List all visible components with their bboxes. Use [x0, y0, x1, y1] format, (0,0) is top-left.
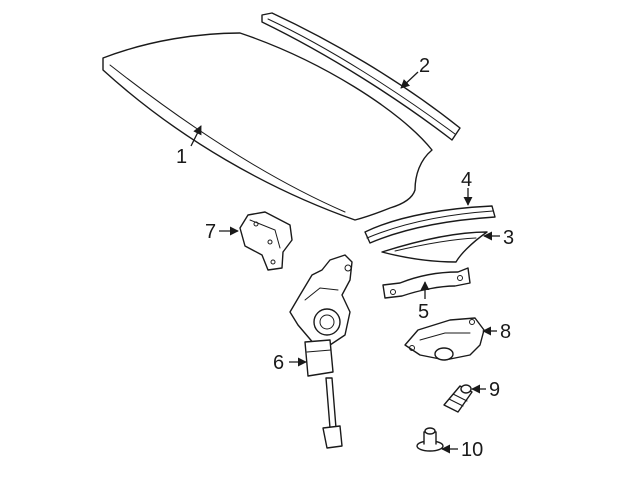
part-10-fastener	[416, 427, 444, 452]
part-9-grommet	[443, 384, 473, 413]
callout-2: 2	[419, 55, 430, 77]
callout-7: 7	[205, 221, 216, 243]
part-3-lower-seal	[381, 231, 488, 263]
part-1-rear-glass	[102, 32, 433, 221]
part-8-motor-unit	[404, 317, 485, 361]
part-6-regulator	[289, 254, 353, 449]
callout-8: 8	[500, 321, 511, 343]
callout-4: 4	[461, 169, 472, 191]
part-4-seal-strip	[364, 205, 496, 244]
part-5-bracket	[382, 267, 471, 299]
callout-9: 9	[489, 379, 500, 401]
callout-10: 10	[461, 439, 483, 461]
callout-6: 6	[273, 352, 284, 374]
part-2-weatherstrip	[261, 12, 461, 141]
callout-5: 5	[418, 301, 429, 323]
part-7-mount-bracket	[239, 211, 293, 271]
leader-lines	[190, 71, 500, 454]
callout-3: 3	[503, 227, 514, 249]
callout-1: 1	[176, 146, 187, 168]
